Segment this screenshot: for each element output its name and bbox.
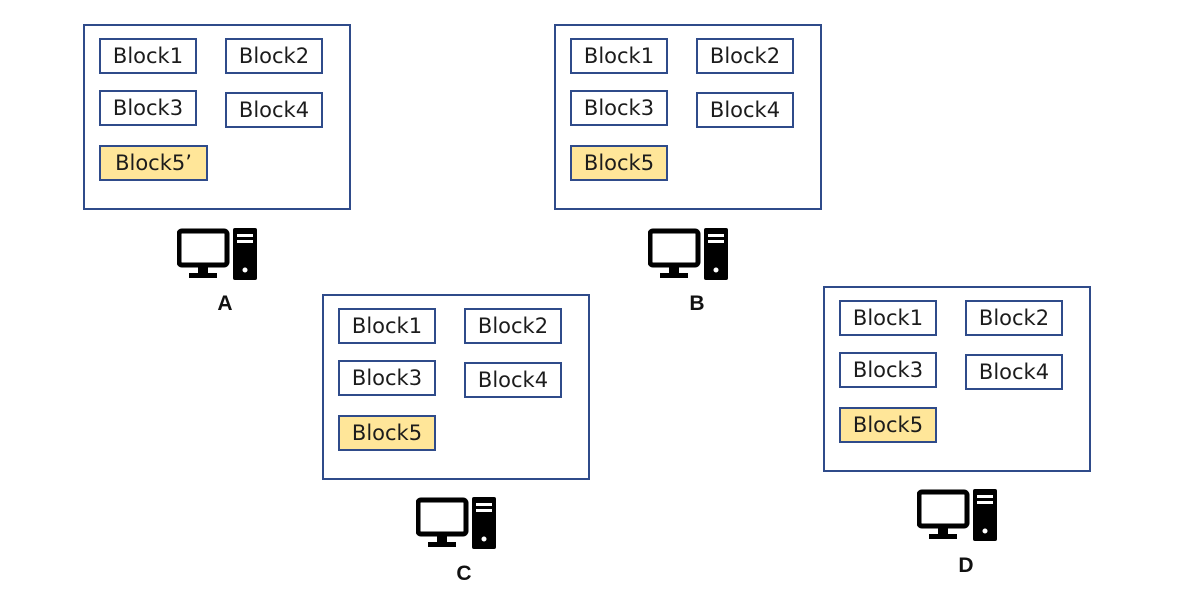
node-c-block3: Block3 <box>338 360 436 396</box>
node-b-block2: Block2 <box>696 38 794 74</box>
computer-icon <box>177 228 257 280</box>
node-a-block3: Block3 <box>99 90 197 126</box>
node-c-block2: Block2 <box>464 308 562 344</box>
node-b-block5: Block5 <box>570 145 668 181</box>
node-d-block5: Block5 <box>839 407 937 443</box>
node-d-block3: Block3 <box>839 352 937 388</box>
node-c-block4: Block4 <box>464 362 562 398</box>
node-b-block4: Block4 <box>696 92 794 128</box>
computer-icon <box>416 497 496 549</box>
node-b-block3: Block3 <box>570 90 668 126</box>
node-c-box: Block1 Block2 Block3 Block4 Block5 <box>322 294 590 480</box>
node-d-box: Block1 Block2 Block3 Block4 Block5 <box>823 286 1091 472</box>
computer-icon <box>917 489 997 541</box>
computer-icon <box>648 228 728 280</box>
node-c-block1: Block1 <box>338 308 436 344</box>
node-b-block1: Block1 <box>570 38 668 74</box>
node-c-block5: Block5 <box>338 415 436 451</box>
node-label-b: B <box>689 292 705 315</box>
node-d-block2: Block2 <box>965 300 1063 336</box>
node-label-a: A <box>217 292 233 315</box>
node-a-block5-modified: Block5’ <box>99 145 208 181</box>
node-b-box: Block1 Block2 Block3 Block4 Block5 <box>554 24 822 210</box>
node-a-block2: Block2 <box>225 38 323 74</box>
node-a-block1: Block1 <box>99 38 197 74</box>
node-d-block4: Block4 <box>965 354 1063 390</box>
node-a-box: Block1 Block2 Block3 Block4 Block5’ <box>83 24 351 210</box>
node-label-c: C <box>456 562 472 585</box>
node-label-d: D <box>958 554 974 577</box>
node-a-block4: Block4 <box>225 92 323 128</box>
node-d-block1: Block1 <box>839 300 937 336</box>
